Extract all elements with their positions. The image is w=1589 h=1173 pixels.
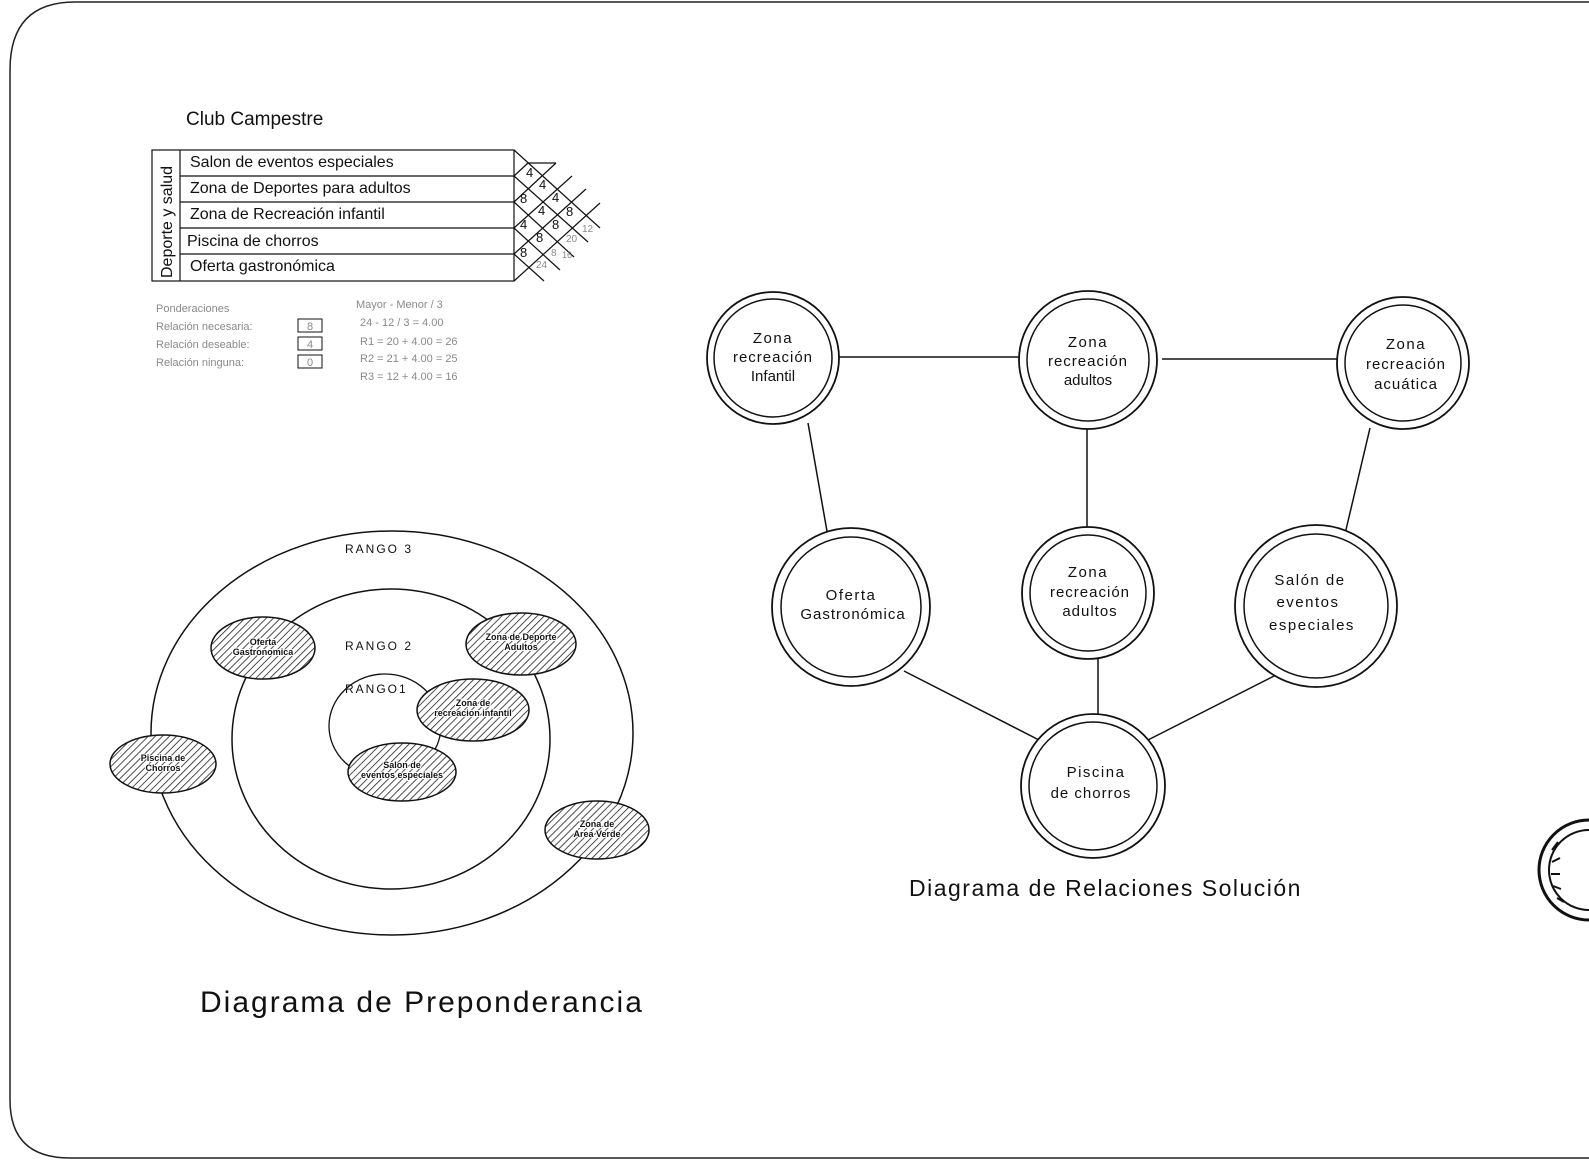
matrix-cell: 4 <box>526 165 533 180</box>
rel-node-oferta-gastronomica: Oferta Gastronómica <box>771 527 931 687</box>
rel-node-label: Zona <box>1068 564 1108 581</box>
calc-line: Mayor - Menor / 3 <box>356 299 443 311</box>
rel-node-label: recreación <box>1050 584 1130 601</box>
prep-node-label: Gastronomica <box>233 647 295 657</box>
calc-line: R2 = 21 + 4.00 = 25 <box>360 353 458 365</box>
matrix-cell: 4 <box>539 177 546 192</box>
legend-item-label: Relación ninguna: <box>156 357 244 369</box>
sheet-border <box>9 1 1589 1159</box>
prep-node-recreacion-infantil: Zona de recreacion infantil <box>416 678 530 742</box>
matrix-cell: 4 <box>520 217 527 232</box>
rel-node-label: Oferta <box>826 587 877 604</box>
prep-node-label: Adultos <box>504 642 538 652</box>
prep-node-label: Salon de <box>383 760 421 770</box>
matrix-cell: 4 <box>552 190 559 205</box>
matrix-row-4: Piscina de chorros <box>187 233 319 250</box>
rel-node-label: Salón de <box>1274 572 1345 589</box>
rel-node-label: adultos <box>1064 372 1112 389</box>
weights-legend: Ponderaciones Relación necesaria: Relaci… <box>156 299 458 383</box>
rel-node-recreacion-adultos-middle: Zona recreación adultos <box>1021 526 1155 660</box>
calc-line: R1 = 20 + 4.00 = 26 <box>360 336 458 348</box>
rel-node-label: Zona <box>1386 336 1426 353</box>
rel-node-label: recreación <box>1048 353 1128 370</box>
rel-node-label: recreación <box>1366 356 1446 373</box>
matrix-row-5: Oferta gastronómica <box>190 258 335 275</box>
calc-line: 24 - 12 / 3 = 4.00 <box>360 317 443 329</box>
preponderancia-diagram: RANGO 3 RANGO 2 RANGO1 Oferta Gastronomi… <box>109 530 650 1019</box>
preponderancia-caption: Diagrama de Preponderancia <box>200 986 644 1019</box>
matrix-cell: 4 <box>538 203 545 218</box>
legend-item-label: Relación necesaria: <box>156 321 253 333</box>
legend-item-value: 0 <box>307 357 313 369</box>
rel-node-label: eventos <box>1276 594 1339 611</box>
rel-node-label: de chorros <box>1051 785 1132 802</box>
legend-item-label: Relación deseable: <box>156 339 250 351</box>
rel-node-label: acuática <box>1374 376 1438 393</box>
rel-node-label: Gastronómica <box>800 606 905 623</box>
seal-emblem <box>1537 818 1589 922</box>
rel-node-label: recreación <box>733 349 813 366</box>
prep-node-deportes: Zona de Deporte Adultos <box>465 612 577 676</box>
prep-node-label: recreacion infantil <box>434 708 512 718</box>
rel-node-label: Infantil <box>751 368 795 385</box>
matrix-row-3: Zona de Recreación infantil <box>190 206 385 223</box>
rel-node-piscina-chorros: Piscina de chorros <box>1020 713 1166 859</box>
prep-node-area-verde: Zona de Area Verde <box>544 800 650 860</box>
prep-node-label: Oferta <box>250 637 278 647</box>
rel-node-label: Zona <box>1068 334 1108 351</box>
prep-node-label: Area Verde <box>573 829 620 839</box>
ring-label-1: RANGO1 <box>345 682 408 696</box>
relation-edges <box>807 356 1371 743</box>
prep-node-piscina: Piscina de Chorros <box>109 734 217 794</box>
matrix-cell: 8 <box>520 191 527 206</box>
matrix-cell: 16 <box>562 250 572 260</box>
rel-node-recreacion-infantil: Zona recreación Infantil <box>706 291 840 425</box>
relaciones-caption: Diagrama de Relaciones Solución <box>909 875 1302 901</box>
matrix-row-1: Salon de eventos especiales <box>190 154 394 171</box>
matrix-cell: 8 <box>566 204 573 219</box>
prep-node-label: Zona de Deporte <box>485 632 556 642</box>
rel-node-label: Piscina <box>1067 764 1126 781</box>
matrix-row-2: Zona de Deportes para adultos <box>190 180 411 197</box>
prep-node-label: Chorros <box>145 763 180 773</box>
calc-line: R3 = 12 + 4.00 = 16 <box>360 371 458 383</box>
matrix-cell: 8 <box>536 230 543 245</box>
prep-node-label: Zona de <box>456 698 491 708</box>
rel-node-salon-eventos: Salón de eventos especiales <box>1234 524 1398 688</box>
legend-item-value: 4 <box>307 339 313 351</box>
matrix-cell: 8 <box>520 245 527 260</box>
matrix-title: Club Campestre <box>186 109 323 130</box>
rel-node-label: adultos <box>1062 603 1117 620</box>
relationship-matrix <box>151 149 601 282</box>
matrix-cells: 4 4 8 4 8 12 4 4 8 8 20 8 8 24 16 <box>520 165 594 271</box>
prep-node-label: Zona de <box>580 819 615 829</box>
matrix-cell: 12 <box>582 224 594 235</box>
matrix-cell: 24 <box>536 260 548 271</box>
matrix-side-label: Deporte y salud <box>159 166 176 278</box>
prep-node-label: Piscina de <box>141 753 186 763</box>
matrix-cell: 8 <box>551 248 557 259</box>
prep-node-oferta: Oferta Gastronomica <box>210 616 316 680</box>
rel-node-label: Zona <box>753 330 793 347</box>
legend-title: Ponderaciones <box>156 303 230 315</box>
legend-item-value: 8 <box>307 321 313 333</box>
relaciones-diagram: Zona recreación Infantil Zona recreación… <box>706 290 1470 901</box>
rel-node-recreacion-adultos-top: Zona recreación adultos <box>1018 290 1158 430</box>
rel-node-label: especiales <box>1269 617 1355 634</box>
rel-node-recreacion-acuatica: Zona recreación acuática <box>1336 296 1470 430</box>
prep-node-label: eventos especiales <box>361 770 443 780</box>
matrix-cell: 20 <box>566 234 578 245</box>
prep-node-salon-eventos: Salon de eventos especiales <box>347 742 457 802</box>
ring-label-2: RANGO 2 <box>345 639 413 653</box>
matrix-cell: 8 <box>552 217 559 232</box>
ring-label-3: RANGO 3 <box>345 542 413 556</box>
